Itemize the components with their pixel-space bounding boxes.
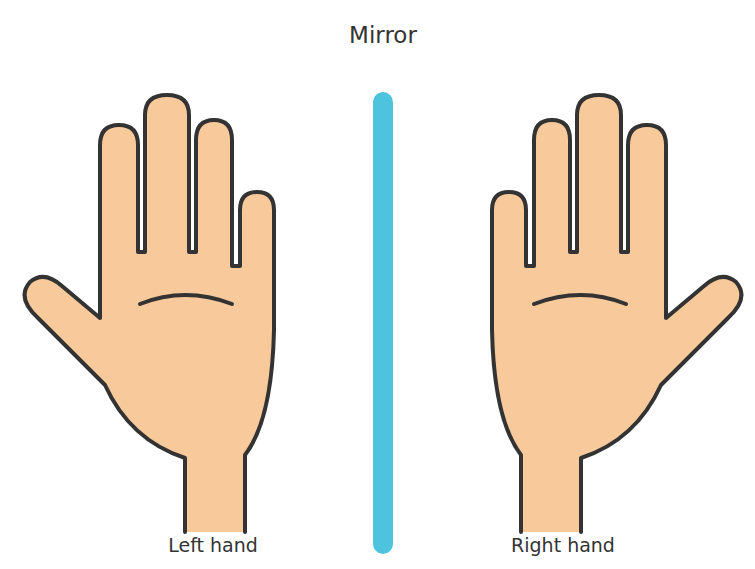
hand-outline: [492, 95, 741, 532]
palm-crease: [534, 295, 626, 304]
left-hand: [25, 95, 274, 532]
mirror-bar: [373, 92, 393, 554]
hand-label: Right hand: [511, 534, 615, 557]
hand-outline: [25, 95, 274, 532]
hand-label: Left hand: [168, 534, 258, 557]
diagram-title: Mirror: [349, 22, 417, 50]
right-hand: [492, 95, 741, 532]
palm-crease: [140, 295, 232, 304]
